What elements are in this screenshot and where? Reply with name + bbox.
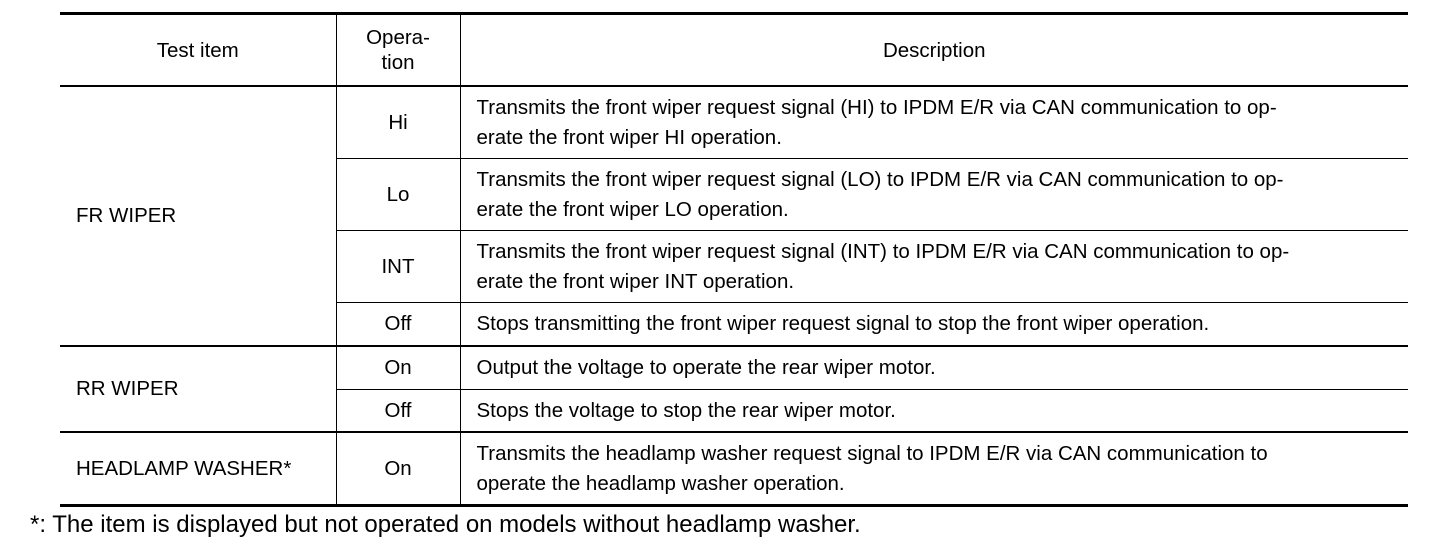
test-item-fr-wiper: FR WIPER xyxy=(60,85,337,347)
table-row: INT Transmits the front wiper request si… xyxy=(60,230,1408,303)
table-row: FR WIPER Hi Transmits the front wiper re… xyxy=(60,85,1408,347)
description-cell: Transmits the front wiper request signal… xyxy=(459,85,1408,159)
table-row: Off Stops transmitting the front wiper r… xyxy=(60,302,1408,347)
operation-cell: INT xyxy=(336,230,461,303)
operation-cell: Lo xyxy=(336,158,461,231)
operation-cell: Off xyxy=(336,302,461,347)
header-operation: Opera- tion xyxy=(335,13,461,87)
description-cell: Transmits the front wiper request signal… xyxy=(459,158,1408,231)
operation-cell: On xyxy=(335,345,461,390)
description-cell: Output the voltage to operate the rear w… xyxy=(459,345,1408,390)
test-item-headlamp-washer: HEADLAMP WASHER* xyxy=(60,431,337,507)
header-description: Description xyxy=(459,13,1408,87)
table-row: HEADLAMP WASHER* On Transmits the headla… xyxy=(60,431,1408,507)
test-item-rr-wiper: RR WIPER xyxy=(60,345,337,433)
table-row: Lo Transmits the front wiper request sig… xyxy=(60,158,1408,231)
table-header-row: Test item Opera- tion Description xyxy=(60,13,1408,87)
description-cell: Stops transmitting the front wiper reque… xyxy=(459,302,1408,347)
description-cell: Transmits the front wiper request signal… xyxy=(459,230,1408,303)
description-cell: Transmits the headlamp washer request si… xyxy=(459,431,1408,507)
header-test-item: Test item xyxy=(60,13,337,87)
footnote: *: The item is displayed but not operate… xyxy=(30,511,861,538)
operation-cell: Off xyxy=(336,389,461,433)
test-item-table: Test item Opera- tion Description FR WIP… xyxy=(60,12,1408,507)
table-row: Off Stops the voltage to stop the rear w… xyxy=(60,389,1408,433)
operation-cell: On xyxy=(335,431,461,507)
description-cell: Stops the voltage to stop the rear wiper… xyxy=(459,389,1408,433)
operation-cell: Hi xyxy=(335,85,461,159)
table-row: RR WIPER On Output the voltage to operat… xyxy=(60,345,1408,433)
